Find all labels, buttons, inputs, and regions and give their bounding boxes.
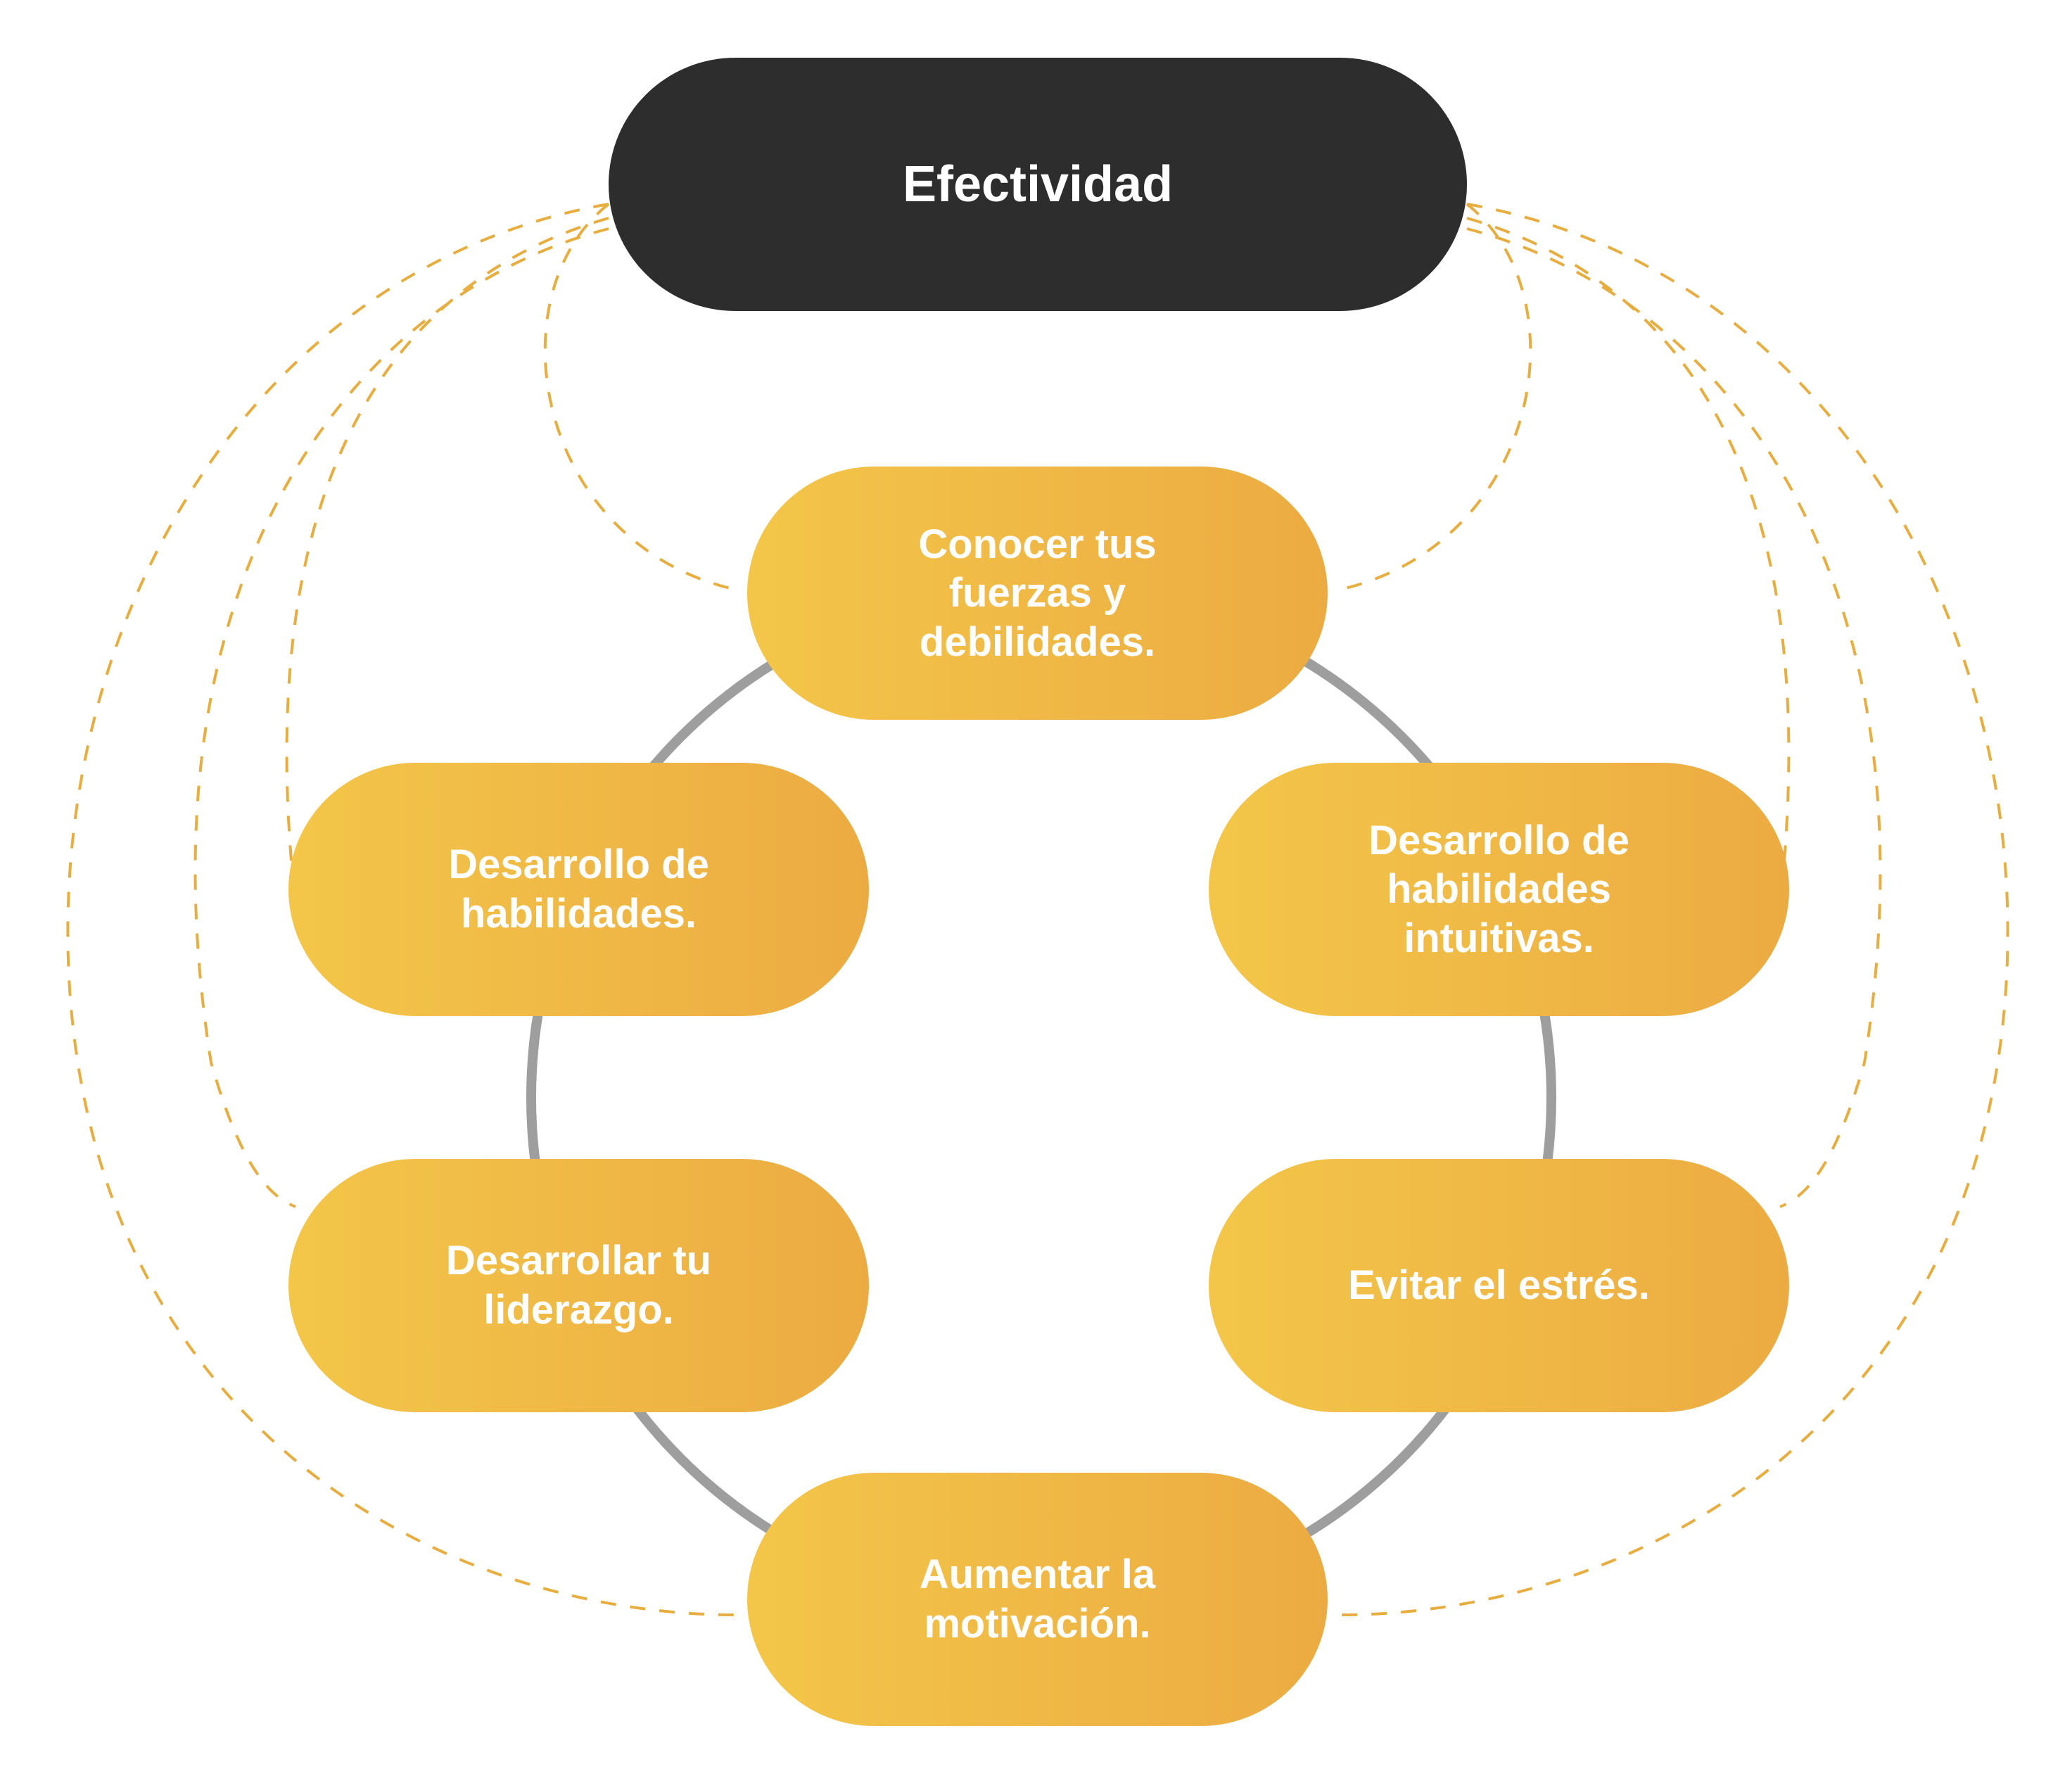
dashed-connector-node-6-right	[1329, 203, 2009, 1617]
dashed-connector-node-1-right	[1333, 203, 1532, 592]
dashed-connector-node-5	[1466, 227, 1882, 1208]
effectiveness-title: Efectividad	[609, 58, 1467, 311]
node-label: Evitar el estrés.	[1348, 1262, 1650, 1309]
dashed-connector-node-2	[285, 217, 609, 870]
node-label: Conocer tus fuerzas y debilidades.	[918, 521, 1157, 665]
node-label: Desarrollar tu liderazgo.	[445, 1238, 712, 1333]
node-motivation: Aumentar la motivación.	[747, 1473, 1328, 1726]
node-label: Aumentar la motivación.	[919, 1552, 1156, 1647]
node-label: Desarrollo de habilidades.	[448, 842, 709, 937]
effectiveness-title-label: Efectividad	[902, 156, 1174, 213]
node-strengths-weaknesses: Conocer tus fuerzas y debilidades.	[747, 467, 1328, 720]
dashed-connector-node-1-left	[543, 203, 743, 592]
dashed-connector-node-3	[1466, 217, 1791, 870]
node-skills-development: Desarrollo de habilidades.	[288, 763, 869, 1016]
dashed-connector-node-4	[193, 227, 609, 1208]
center-ring	[526, 583, 1556, 1613]
node-leadership: Desarrollar tu liderazgo.	[288, 1159, 869, 1412]
node-intuitive-skills: Desarrollo de habilidades intuitivas.	[1209, 763, 1789, 1016]
dashed-connector-node-6-left	[66, 203, 746, 1617]
node-avoid-stress: Evitar el estrés.	[1209, 1159, 1789, 1412]
node-label: Desarrollo de habilidades intuitivas.	[1368, 817, 1629, 961]
